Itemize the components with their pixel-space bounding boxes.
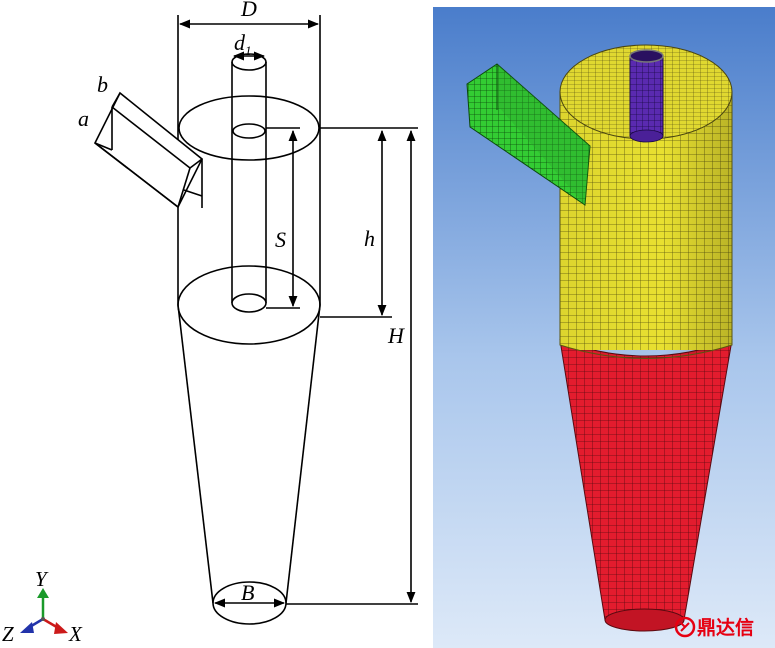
mesh-inlet-duct [466,63,591,206]
label-S: S [275,227,286,252]
label-h: h [364,226,375,251]
coordinate-axes: Y Z X [2,567,83,646]
watermark-logo-icon [674,616,696,638]
tube-bottom-ellipse [231,293,267,313]
label-d1: d1 [234,30,252,58]
watermark: 鼎达信 [674,616,754,639]
watermark-text: 鼎达信 [697,616,754,639]
label-H: H [387,323,405,348]
mesh-cone-outlet [604,608,685,632]
mesh-render-panel [433,7,775,648]
label-a: a [78,106,89,131]
inlet-box [93,91,204,209]
cone-left-edge [177,304,214,604]
mesh-outlet-tube [629,55,664,137]
label-D: D [240,0,257,21]
cone-right-edge [285,304,321,604]
axis-y-label: Y [35,567,49,591]
label-b: b [97,72,108,97]
axis-x-label: X [68,622,83,646]
label-B: B [241,580,254,605]
cylinder-top-ellipse [178,95,320,161]
schematic-drawing [93,15,418,625]
mesh-outlet-top [629,49,664,63]
axis-z-label: Z [2,622,14,646]
tube-mid-ellipse [232,123,266,139]
cone-outlet-ellipse [212,581,287,625]
